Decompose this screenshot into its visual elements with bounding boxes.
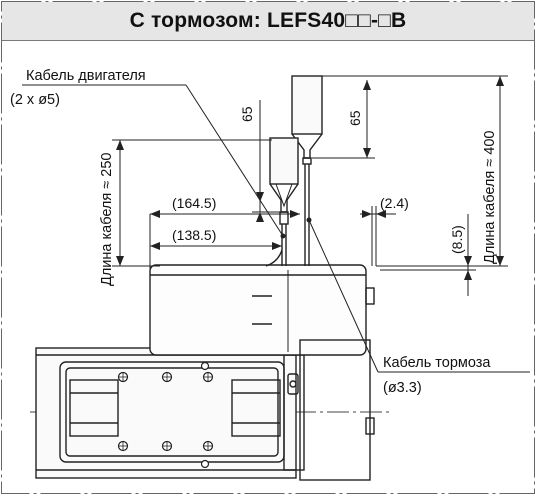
actuator-body [35, 347, 297, 479]
drawing-title: С тормозом: LEFS40□□-□B [129, 9, 407, 32]
leader-dots [280, 217, 312, 239]
motor-cable-spec: (2 x ø5) [10, 92, 60, 108]
brake-cable-label: Кабель тормоза [383, 355, 491, 371]
brake-cable-spec: (ø3.3) [383, 380, 422, 396]
dimension-arrows [116, 76, 504, 280]
leader-lines [22, 84, 530, 373]
brake-motor-unit [149, 264, 375, 481]
mounting-hole-centers [118, 372, 213, 451]
title-bar: С тормозом: LEFS40□□-□B [2, 2, 534, 41]
motor-cable-label: Кабель двигателя [26, 68, 146, 84]
dim-2-4: (2.4) [380, 195, 409, 211]
dim-138-5: (138.5) [172, 227, 216, 243]
motor-cable-connector [265, 137, 299, 267]
dim-164-5: (164.5) [172, 195, 216, 211]
cable-length-250-label: Длина кабеля ≈ 250 [99, 153, 115, 286]
dim-65-right: 65 [347, 110, 363, 126]
dim-65-left: 65 [239, 106, 255, 122]
brake-cable-connector [291, 75, 323, 266]
dim-8-5: (8.5) [449, 225, 465, 254]
cable-length-400-label: Длина кабеля ≈ 400 [482, 131, 498, 264]
